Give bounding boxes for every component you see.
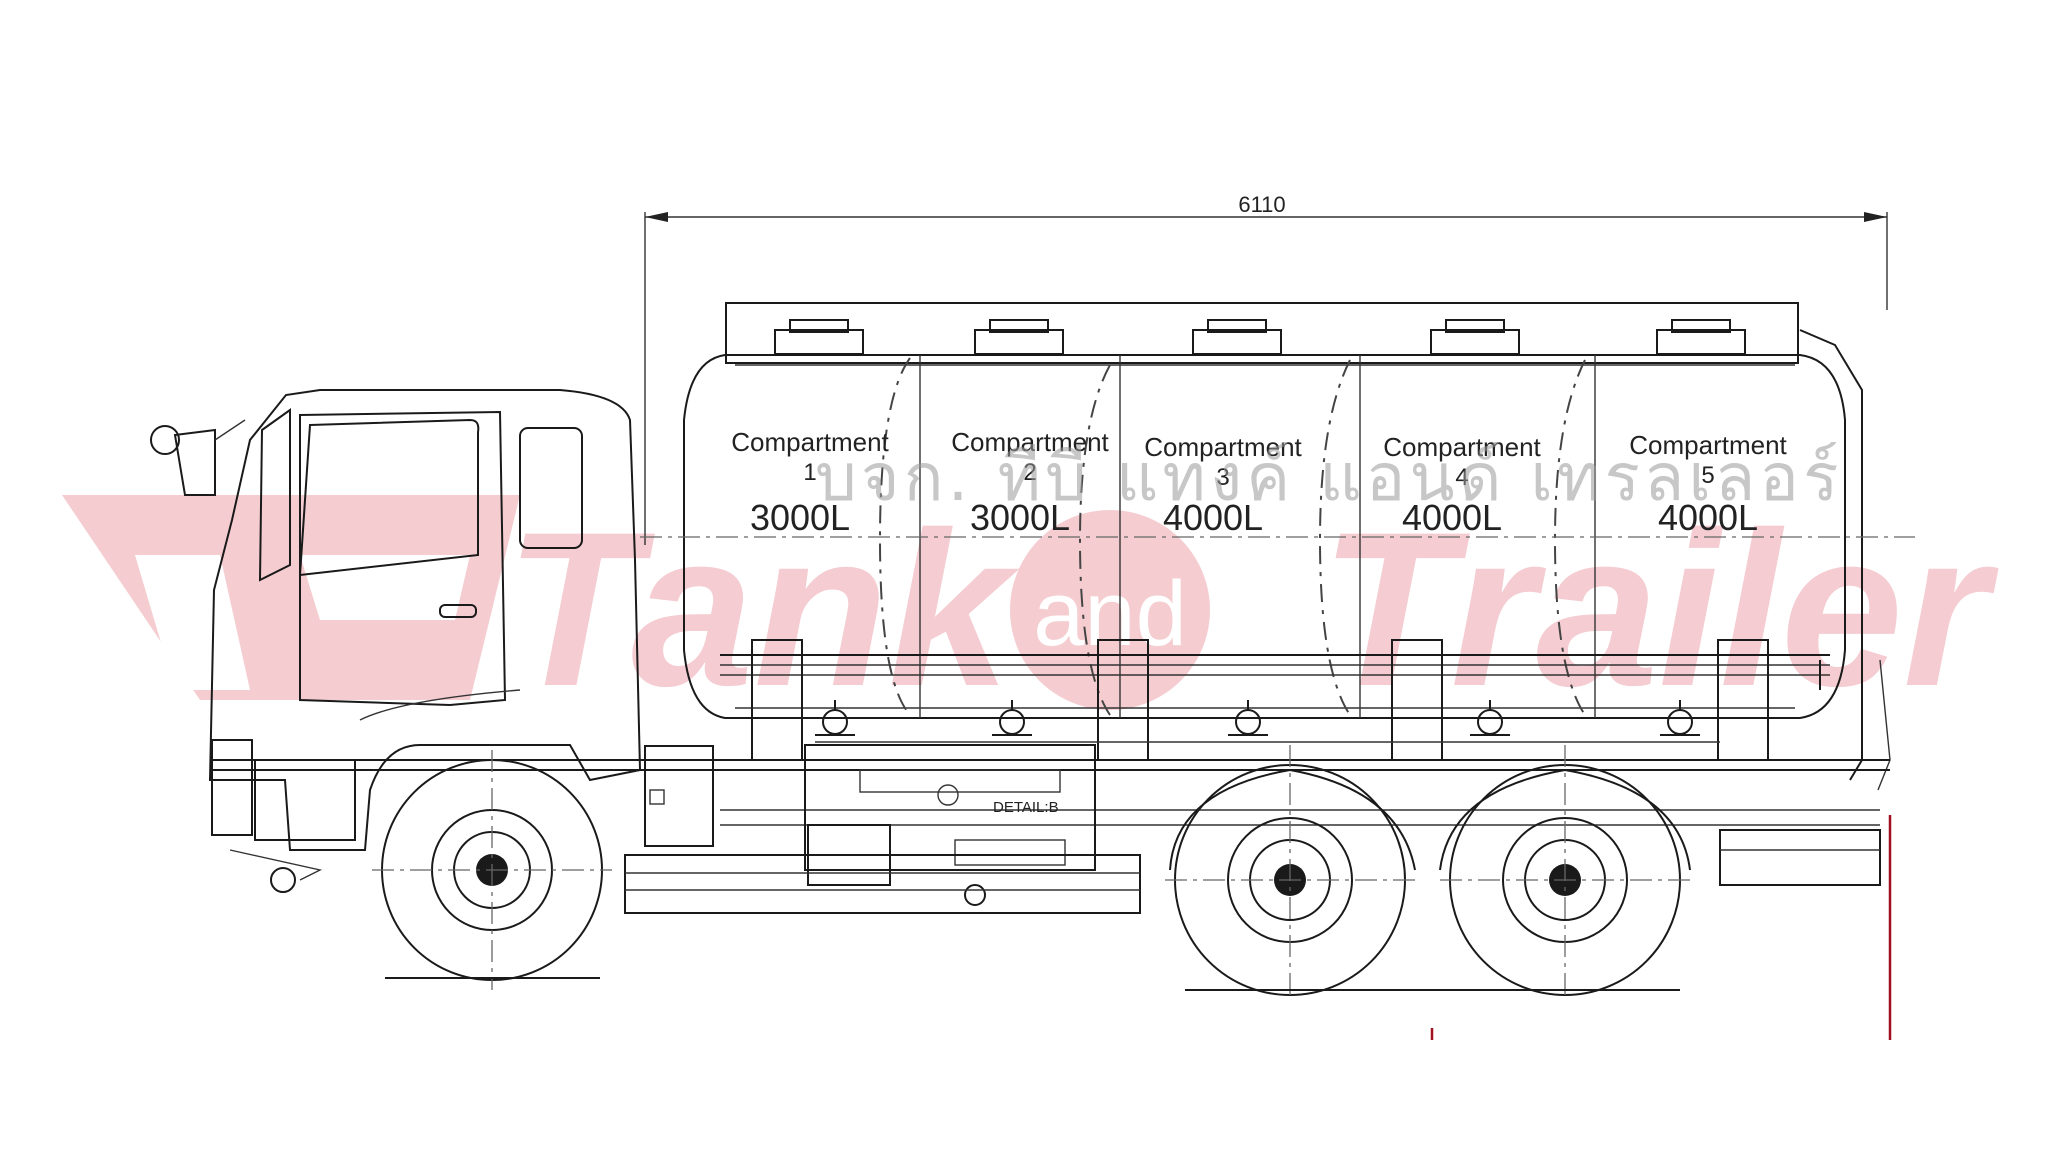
svg-text:Compartment: Compartment [1144,432,1302,462]
svg-text:2: 2 [1023,459,1036,486]
detail-b-label: DETAIL:B [993,799,1059,816]
door-handle [439,604,477,618]
tank-body [640,302,1915,791]
svg-text:1: 1 [803,459,816,486]
brand-logo-mark [62,495,520,700]
manhole-1 [774,319,864,355]
ground-lines [385,977,1680,991]
manhole-5 [1656,319,1746,355]
svg-text:3000L: 3000L [750,497,850,538]
brand-circle [1010,510,1210,710]
brand-watermark: Tank and Trailer [62,486,1999,732]
svg-text:5: 5 [1701,462,1714,489]
svg-text:4: 4 [1455,464,1468,491]
brand-word-and: and [1033,563,1187,665]
dimension-value: 6110 [1238,192,1285,217]
reference-marks [1430,815,1892,1040]
compartment-5-label: Compartment 5 4000L [1629,430,1787,538]
compartment-3-label: Compartment 3 4000L [1144,432,1302,538]
svg-text:4000L: 4000L [1658,497,1758,538]
thai-company-watermark: บจก. ทีบี แทงค์ แอนด์ เทรลเลอร์ [815,439,1842,516]
svg-text:4000L: 4000L [1163,497,1263,538]
compartment-2-label: Compartment 2 3000L [951,427,1109,538]
rear-bumper [1719,829,1881,886]
manhole-3 [1192,319,1282,355]
brand-word-tank: Tank [505,486,1020,732]
manhole-covers [774,319,1746,355]
side-mirror [173,428,216,496]
truck-cab [150,389,642,893]
svg-text:4000L: 4000L [1402,497,1502,538]
front-wheel [372,750,612,990]
chassis-frame: DETAIL:B [210,744,1890,914]
rear-wheel-2 [1440,745,1690,1000]
svg-text:3: 3 [1216,464,1229,491]
compartment-labels: Compartment 1 3000L Compartment 2 3000L … [731,427,1787,538]
compartment-1-label: Compartment 1 3000L [731,427,889,538]
manhole-2 [974,319,1064,355]
rear-wheel-1 [1165,745,1415,1000]
svg-text:Compartment: Compartment [951,427,1109,457]
pump-cabinet [804,744,1096,871]
battery-box [644,745,714,847]
svg-text:Compartment: Compartment [1383,432,1541,462]
brand-word-trailer: Trailer [1320,486,1999,732]
svg-text:3000L: 3000L [970,497,1070,538]
svg-text:Compartment: Compartment [1629,430,1787,460]
compartment-4-label: Compartment 4 4000L [1383,432,1541,538]
overall-length-dimension: 6110 [644,192,1888,545]
bottom-valves [815,700,1720,743]
svg-text:Compartment: Compartment [731,427,889,457]
manhole-4 [1430,319,1520,355]
